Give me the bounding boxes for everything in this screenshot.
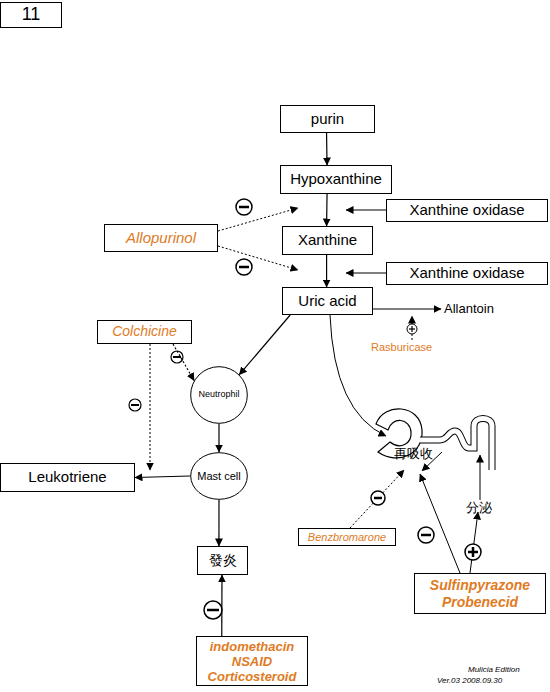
node-text: Corticosteroid xyxy=(208,669,297,684)
symbol-bar xyxy=(207,609,219,612)
inhibit-line xyxy=(350,470,404,528)
symbol-bar xyxy=(411,326,412,332)
symbol-ring xyxy=(371,491,385,505)
node-text: NSAID xyxy=(232,654,272,669)
symbol-bar xyxy=(374,497,382,500)
node-text: Benzbromarone xyxy=(308,531,386,543)
symbol-bar xyxy=(472,547,475,557)
flow-arrow xyxy=(218,424,219,452)
node-text: 11 xyxy=(22,5,41,25)
node-text: Allopurinol xyxy=(126,230,196,247)
symbol-ring xyxy=(236,199,252,215)
compound-box: Uric acid xyxy=(282,287,373,315)
symbol-ring xyxy=(171,351,183,363)
inhibit-symbol xyxy=(204,601,222,619)
flow-arrow xyxy=(239,315,290,375)
inhibit-symbol xyxy=(236,199,252,215)
drug-box: indomethacinNSAIDCorticosteroid xyxy=(196,636,308,686)
symbol-ring xyxy=(465,544,481,560)
version-note: Ver.03 2008.09.30 xyxy=(437,677,502,686)
node-text: Mast cell xyxy=(197,470,240,482)
node-text: Leukotriene xyxy=(28,469,106,486)
inhibit-symbol xyxy=(418,527,434,543)
secrete-arrow xyxy=(480,455,481,500)
drug-box: Benzbromarone xyxy=(298,528,396,546)
enzyme-arrow xyxy=(346,209,386,210)
symbol-ring xyxy=(236,259,252,275)
enzyme-box: Xanthine oxidase xyxy=(386,199,548,222)
symbol-ring xyxy=(407,324,417,334)
inhibit-symbol xyxy=(129,399,141,411)
symbol-bar xyxy=(239,266,249,269)
enzyme-box: Xanthine oxidase xyxy=(386,262,548,285)
compound-box: Xanthine xyxy=(282,226,373,255)
symbol-bar xyxy=(131,404,139,406)
enzyme-arrow xyxy=(346,272,386,273)
mediator-box: Leukotriene xyxy=(0,463,135,492)
flow-arrow xyxy=(326,194,328,226)
node-text: Hypoxanthine xyxy=(290,171,382,188)
node-text: Xanthine oxidase xyxy=(409,265,524,282)
symbol-ring xyxy=(129,399,141,411)
symbol-bar xyxy=(173,356,181,358)
node-text: Colchicine xyxy=(112,324,177,339)
cell-ellipse xyxy=(191,453,248,500)
edition-note: Mulicia Edition xyxy=(468,666,520,675)
process-box: 發炎 xyxy=(197,546,248,575)
symbol-ring xyxy=(204,601,222,619)
drug-box: Allopurinol xyxy=(104,224,218,252)
node-text: Uric acid xyxy=(298,293,356,310)
node-text: 發炎 xyxy=(209,553,237,568)
activate-symbol xyxy=(407,324,417,334)
flow-arrow xyxy=(218,500,219,546)
tubule-lumen xyxy=(420,419,492,472)
cell-circle: Mast cell xyxy=(190,452,248,500)
process-label: 再吸收 xyxy=(394,447,433,461)
page-number-box: 11 xyxy=(0,2,62,28)
node-text: Xanthine xyxy=(298,232,357,249)
cell-circle: Neutrophil xyxy=(190,366,248,424)
flow-arrow xyxy=(221,575,222,636)
cell-ellipse xyxy=(191,367,248,424)
inhibit-symbol xyxy=(371,491,385,505)
activate-line xyxy=(412,316,413,340)
node-text: Neutrophil xyxy=(198,390,239,400)
symbol-bar xyxy=(421,534,431,537)
flow-arrow xyxy=(173,344,194,381)
pathway-curve xyxy=(330,315,386,436)
compound-box: Hypoxanthine xyxy=(280,165,392,194)
inhibit-symbol xyxy=(236,259,252,275)
node-text: purin xyxy=(311,111,344,128)
inhibit-line xyxy=(150,344,151,470)
tubule-outline xyxy=(420,419,492,471)
inhibit-symbol xyxy=(171,351,183,363)
compound-box: purin xyxy=(280,105,375,133)
drug-label: Rasburicase xyxy=(371,341,432,353)
activate-line xyxy=(470,512,478,573)
symbol-bar xyxy=(239,206,249,209)
node-text: indomethacin xyxy=(210,639,295,654)
activate-symbol xyxy=(465,544,481,560)
process-label: 分泌 xyxy=(466,501,492,515)
flow-arrow xyxy=(135,476,190,478)
symbol-ring xyxy=(418,527,434,543)
node-text: Sulfinpyrazone xyxy=(430,577,530,594)
drug-box: SulfinpyrazoneProbenecid xyxy=(414,573,546,614)
inhibit-line xyxy=(420,474,460,573)
pathway-arrow xyxy=(373,309,441,310)
product-label: Allantoin xyxy=(444,302,494,316)
drug-box: Colchicine xyxy=(97,320,192,344)
flow-arrow xyxy=(326,255,327,287)
node-text: Probenecid xyxy=(442,594,518,611)
node-text: Xanthine oxidase xyxy=(409,202,524,219)
flow-arrow xyxy=(326,133,328,165)
